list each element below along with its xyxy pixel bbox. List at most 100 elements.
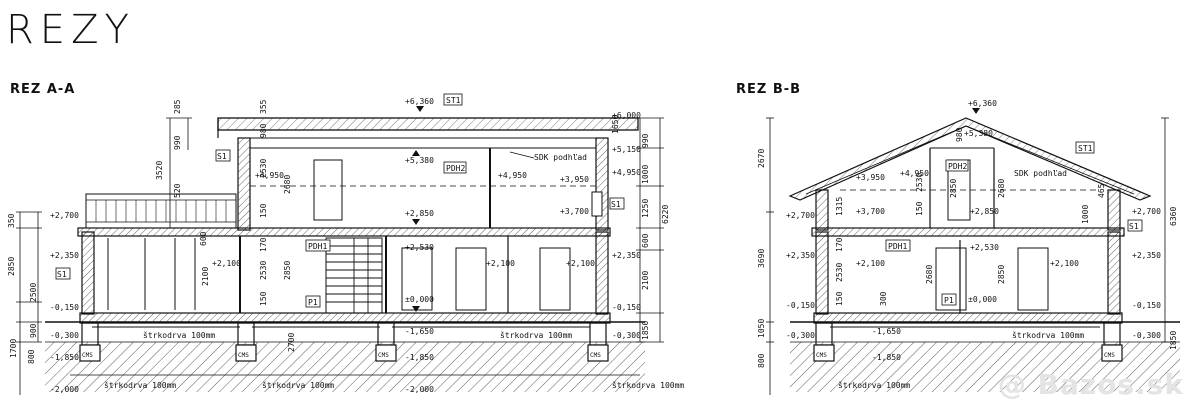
elev-a-210-3: +2,100 bbox=[566, 259, 595, 268]
staircase-a bbox=[325, 237, 383, 314]
elev-a-m165: -1,650 bbox=[405, 327, 434, 336]
gravel-label-a4: štrkodrva 100mm bbox=[262, 380, 334, 390]
section-title-b: REZ B-B bbox=[736, 82, 802, 97]
dim-b-150: 150 bbox=[915, 201, 924, 216]
dim-a-170: 170 bbox=[259, 237, 268, 252]
elev-b-270-left: +2,700 bbox=[786, 211, 815, 220]
elev-b-000: ±0,000 bbox=[968, 295, 997, 304]
tag-a-st1-label: ST1 bbox=[446, 96, 461, 105]
dim-b-1315: 1315 bbox=[835, 197, 844, 216]
watermark: @ Bazos.sk bbox=[997, 368, 1184, 401]
dim-b-1050: 1050 bbox=[757, 319, 766, 338]
dim-a-520: 520 bbox=[173, 183, 182, 198]
dim-a-350: 350 bbox=[7, 213, 16, 228]
dim-b-2680b: 2680 bbox=[925, 265, 934, 284]
elev-a-235-left: +2,350 bbox=[50, 251, 79, 260]
leader-a-sdk bbox=[509, 151, 535, 159]
tag-a-p1 bbox=[305, 295, 321, 308]
dim-b-2850b: 2850 bbox=[997, 265, 1006, 284]
section-title-a: REZ A-A bbox=[10, 82, 76, 97]
tag-a-pdh1 bbox=[305, 239, 331, 252]
roof-inner-right-b bbox=[965, 125, 1135, 195]
tag-a-st1 bbox=[443, 93, 463, 106]
elev-a-000: ±0,000 bbox=[405, 295, 434, 304]
tag-a-s1-right-label: S1 bbox=[611, 200, 621, 209]
elev-marker-a-top bbox=[416, 106, 424, 112]
cms-label-a1: CMS bbox=[82, 352, 93, 359]
cms-label-a4: CMS bbox=[590, 352, 601, 359]
tag-a-s1-top bbox=[215, 149, 231, 162]
dim-b-2670: 2670 bbox=[757, 149, 766, 168]
elev-a-395: +3,950 bbox=[560, 175, 589, 184]
ground-slab-b bbox=[813, 312, 1123, 324]
roof-pitched-b bbox=[788, 117, 1152, 201]
dim-a-150b: 150 bbox=[259, 291, 268, 306]
gravel-label-b1: štrkodrva 100mm bbox=[1012, 330, 1084, 340]
dim-a-1250r: 1250 bbox=[641, 199, 650, 218]
elev-a-495-right: +4,950 bbox=[612, 168, 641, 177]
dim-a-900: 900 bbox=[29, 323, 38, 338]
elev-b-210-1: +2,100 bbox=[856, 259, 885, 268]
elev-a-253: +2,530 bbox=[405, 243, 434, 252]
cms-label-b1: CMS bbox=[816, 352, 827, 359]
elev-a-m015-right: -0,150 bbox=[612, 303, 641, 312]
elev-b-m030-right: -0,300 bbox=[1132, 331, 1161, 340]
elev-b-m030-left: -0,300 bbox=[786, 331, 815, 340]
wall-right-gf-a bbox=[595, 231, 609, 315]
dim-a-1850r: 1850 bbox=[641, 321, 650, 340]
tag-a-pdh1-label: PDH1 bbox=[308, 242, 327, 251]
dim-a-600r: 600 bbox=[641, 233, 650, 248]
tag-a-s1-left bbox=[55, 267, 71, 280]
dim-b-1000: 1000 bbox=[1081, 205, 1090, 224]
tag-b-s1 bbox=[1127, 219, 1143, 232]
dim-a-990: 990 bbox=[173, 135, 182, 150]
elev-b-370: +3,700 bbox=[856, 207, 885, 216]
cms-label-a3: CMS bbox=[378, 352, 389, 359]
cms-block-a2 bbox=[235, 344, 257, 362]
tag-a-s1-left-label: S1 bbox=[57, 270, 67, 279]
dim-b-300: 300 bbox=[879, 291, 888, 306]
dim-left-a bbox=[16, 211, 42, 395]
dim-a-600: 600 bbox=[199, 231, 208, 246]
gravel-label-a1: štrkodrva 100mm bbox=[143, 330, 215, 340]
elev-a-285: +2,850 bbox=[405, 209, 434, 218]
dim-a-2680: 2680 bbox=[283, 175, 292, 194]
elev-a-495-left: +4,950 bbox=[255, 171, 284, 180]
dim-a-2850b: 2850 bbox=[283, 261, 292, 280]
elev-b-538: +5,380 bbox=[964, 129, 993, 138]
dim-right-b bbox=[1161, 117, 1169, 343]
terrace-railing-bars-a bbox=[86, 199, 236, 223]
dim-b-3690: 3690 bbox=[757, 249, 766, 268]
elev-a-m200-mid: -2,000 bbox=[405, 385, 434, 394]
dim-b-2530: 2530 bbox=[915, 173, 924, 192]
elev-a-210-2: +2,100 bbox=[486, 259, 515, 268]
elev-a-m030-right: -0,300 bbox=[612, 331, 641, 340]
elev-b-235-right: +2,350 bbox=[1132, 251, 1161, 260]
tag-b-st1 bbox=[1075, 141, 1095, 154]
cms-label-b2: CMS bbox=[1104, 352, 1115, 359]
elev-a-538: +5,380 bbox=[405, 156, 434, 165]
elev-a-235-right: +2,350 bbox=[612, 251, 641, 260]
tag-a-s1-top-label: S1 bbox=[217, 152, 227, 161]
elev-b-395: +3,950 bbox=[856, 173, 885, 182]
dim-b-150b: 150 bbox=[835, 291, 844, 306]
gravel-label-a3: štrkodrva 100mm bbox=[104, 380, 176, 390]
dim-b-980: 980 bbox=[955, 127, 964, 142]
dim-b-1850: 1850 bbox=[1169, 331, 1178, 350]
dim-a-1700: 1700 bbox=[9, 339, 18, 358]
dim-b-170: 170 bbox=[835, 237, 844, 252]
floor-slab-1-a bbox=[77, 227, 611, 237]
cms-block-a3 bbox=[375, 344, 397, 362]
elev-a-m015-left: -0,150 bbox=[50, 303, 79, 312]
terrace-railing-a bbox=[85, 193, 237, 229]
dim-b-2530b: 2530 bbox=[835, 263, 844, 282]
door-gf-a2 bbox=[455, 247, 487, 311]
dim-b-6360: 6360 bbox=[1169, 207, 1178, 226]
tag-b-s1-label: S1 bbox=[1129, 222, 1139, 231]
dim-a-2100: 2100 bbox=[201, 267, 210, 286]
dim-b-2850: 2850 bbox=[949, 179, 958, 198]
dim-left-b bbox=[766, 117, 774, 395]
elev-a-515: +5,150 bbox=[612, 145, 641, 154]
tag-a-pdh2-label: PDH2 bbox=[446, 164, 465, 173]
